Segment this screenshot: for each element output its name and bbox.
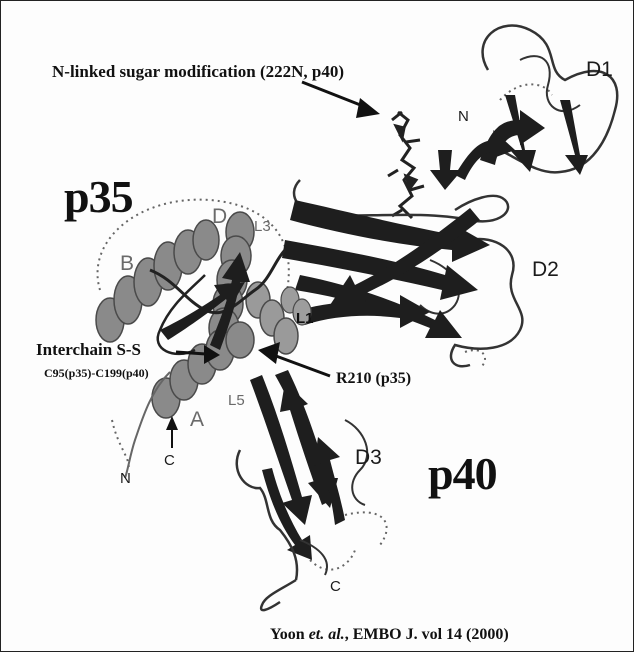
c-terminus-p40-label: C — [330, 578, 341, 595]
sugar-stick-model — [388, 112, 424, 218]
p40-label: p40 — [428, 447, 497, 500]
d1-strand — [430, 150, 462, 190]
d1-coil-inner — [520, 56, 580, 111]
loop-l5-label: L5 — [228, 392, 245, 409]
sugar-arrow — [302, 82, 380, 118]
d2-coil — [451, 239, 522, 366]
loop-l3-label: L3 — [254, 218, 271, 235]
c-terminus-arrow — [166, 416, 178, 448]
cysteine-pair-label: C95(p35)-C199(p40) — [44, 366, 149, 381]
helix-b-label: B — [120, 252, 134, 276]
d3-dotted-loop — [345, 512, 387, 545]
loop-l1-label: L1 — [296, 310, 314, 327]
helix-d-label: D — [212, 205, 227, 229]
citation-rest: , EMBO J. vol 14 (2000) — [345, 626, 509, 643]
citation-author: Yoon — [270, 626, 305, 643]
helix-a-label: A — [190, 408, 204, 432]
interchain-label: Interchain S-S — [36, 340, 141, 360]
p35-label: p35 — [64, 170, 133, 223]
domain-d3-label: D3 — [355, 446, 382, 470]
citation-etal: et. al. — [309, 626, 345, 643]
domain-d2-label: D2 — [532, 258, 559, 282]
r210-label: R210 (p35) — [336, 370, 411, 388]
c-terminus-p35-label: C — [164, 452, 175, 469]
lower-dotted-loop — [310, 550, 355, 570]
n-terminus-p35-label: N — [120, 470, 131, 487]
p35-dotted-outline-lower — [112, 420, 129, 470]
citation: Yoon et. al., EMBO J. vol 14 (2000) — [270, 626, 509, 644]
n-terminus-p40-label: N — [458, 108, 469, 125]
d1-strand — [560, 100, 588, 175]
sugar-modification-label: N-linked sugar modification (222N, p40) — [52, 62, 344, 82]
domain-d1-label: D1 — [586, 58, 613, 82]
d3-coil — [261, 580, 296, 610]
